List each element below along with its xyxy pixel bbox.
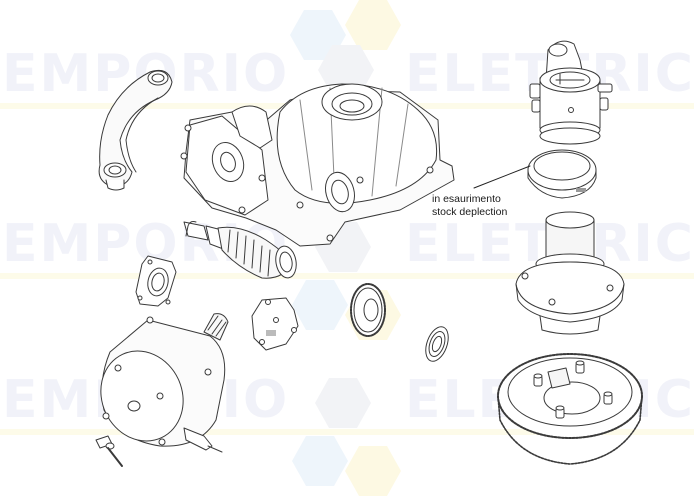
watermark-hex-icon bbox=[345, 0, 401, 50]
watermark-hex-icon bbox=[345, 446, 401, 496]
bearing-flange-part[interactable] bbox=[135, 255, 177, 307]
stock-deplection-callout: in esaurimento stock deplection bbox=[432, 193, 507, 219]
watermark-band bbox=[0, 429, 694, 435]
retaining-ring-part[interactable] bbox=[527, 149, 597, 199]
watermark-hex-icon bbox=[292, 280, 348, 330]
release-key-part[interactable] bbox=[95, 435, 123, 467]
output-bracket-part[interactable] bbox=[529, 40, 613, 145]
watermark-hex-icon bbox=[292, 436, 348, 486]
large-gear-part[interactable] bbox=[497, 353, 643, 465]
callout-line-italian: in esaurimento bbox=[432, 193, 501, 205]
gearbox-housing-part[interactable] bbox=[180, 83, 455, 247]
motor-part[interactable] bbox=[86, 313, 229, 455]
curved-arm-part[interactable] bbox=[98, 69, 173, 191]
watermark-band bbox=[0, 273, 694, 279]
small-gear-part[interactable] bbox=[350, 283, 386, 337]
cover-plate-part[interactable] bbox=[251, 297, 299, 351]
output-hub-part[interactable] bbox=[515, 211, 625, 335]
callout-leader-line bbox=[473, 165, 531, 189]
worm-shaft-part[interactable] bbox=[183, 221, 299, 280]
watermark-hex-icon bbox=[315, 378, 371, 428]
callout-line-english: stock deplection bbox=[432, 206, 508, 218]
bearing-part[interactable] bbox=[421, 324, 452, 365]
